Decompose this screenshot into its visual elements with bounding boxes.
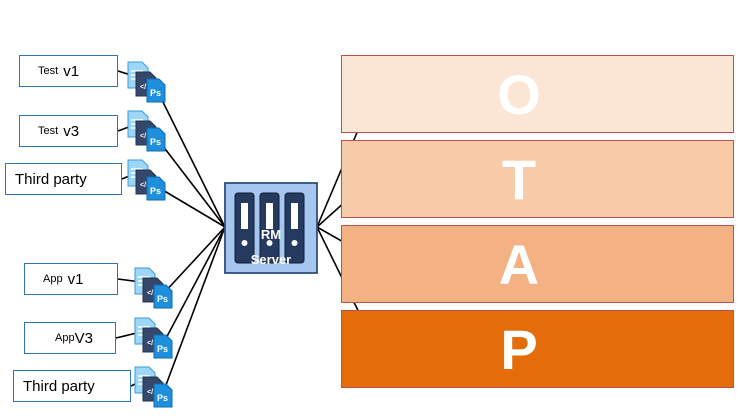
powershell-file-icon <box>146 78 166 103</box>
source-version: V3 <box>74 329 93 347</box>
connector-line <box>155 185 226 228</box>
stage-band-p <box>341 310 734 388</box>
stage-letter: T <box>501 148 537 211</box>
stage-band-a <box>341 225 734 303</box>
source-label: Third party <box>15 170 87 188</box>
source-box-third-party-2: Third party <box>13 370 131 402</box>
rm-server-label-line2: Server <box>251 252 291 267</box>
rm-server-icon <box>224 182 318 274</box>
code-glyph: </> <box>147 290 157 297</box>
connector-line <box>155 87 226 228</box>
rm-server-label-line1: RM <box>261 227 281 242</box>
code-glyph: </> <box>147 340 157 347</box>
source-box-test-v1: Test v1 <box>19 55 118 87</box>
stage-letter: P <box>500 318 538 381</box>
connector-line <box>162 226 226 345</box>
connector-line <box>155 136 226 228</box>
stage-band-t <box>341 140 734 218</box>
script-files-icon: </>Ps <box>134 267 173 309</box>
script-files-icon: </>Ps <box>134 366 173 408</box>
source-version: v1 <box>63 62 80 80</box>
source-name: Test <box>38 65 59 77</box>
powershell-file-icon <box>153 383 173 408</box>
source-label: Third party <box>23 377 95 395</box>
code-glyph: </> <box>140 84 150 91</box>
powershell-glyph: Ps <box>157 344 168 354</box>
stage-letter: A <box>498 233 540 296</box>
script-files-icon: </>Ps <box>127 61 166 103</box>
source-box-third-party-1: Third party <box>5 163 122 195</box>
connector-line <box>162 226 226 394</box>
source-version: v1 <box>67 270 84 288</box>
powershell-glyph: Ps <box>157 393 168 403</box>
powershell-file-icon <box>153 334 173 359</box>
source-box-app-v1: App v1 <box>24 263 118 295</box>
source-name: Test <box>38 125 59 137</box>
script-files-icon: </>Ps <box>127 159 166 201</box>
stage-letter: O <box>497 63 541 126</box>
code-glyph: </> <box>147 389 157 396</box>
powershell-file-icon <box>146 176 166 201</box>
code-glyph: </> <box>140 133 150 140</box>
powershell-glyph: Ps <box>157 294 168 304</box>
powershell-glyph: Ps <box>150 137 161 147</box>
source-version: v3 <box>63 122 80 140</box>
source-box-test-v3: Test v3 <box>19 115 118 147</box>
powershell-file-icon <box>146 127 166 152</box>
script-files-icon: </>Ps <box>134 317 173 359</box>
powershell-file-icon <box>153 284 173 309</box>
code-glyph: </> <box>140 182 150 189</box>
powershell-glyph: Ps <box>150 88 161 98</box>
powershell-glyph: Ps <box>150 186 161 196</box>
source-name: App <box>55 332 75 344</box>
stage-band-o <box>341 55 734 133</box>
script-files-icon: </>Ps <box>127 110 166 152</box>
connector-line <box>162 226 226 295</box>
source-name: App <box>43 273 63 285</box>
